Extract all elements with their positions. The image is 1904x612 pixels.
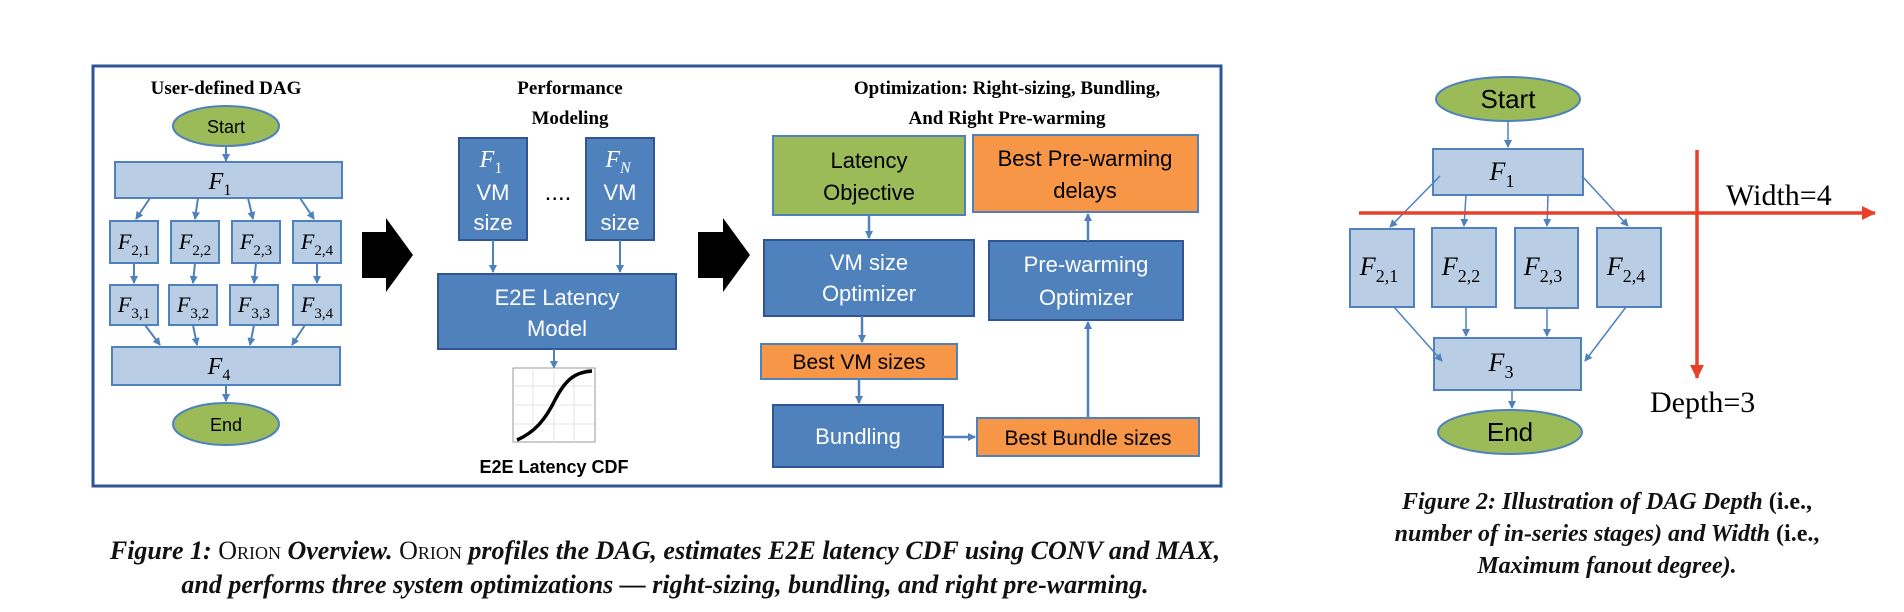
figure1-caption: Figure 1: Orion Overview. Orion profiles… <box>20 534 1310 602</box>
e2e-model-line2: Model <box>527 316 587 341</box>
node-f2-4 <box>292 220 342 264</box>
figure2-caption-line2: number of in-series stages) and Width (i… <box>1394 521 1820 547</box>
bundling-box <box>772 404 944 468</box>
fig2-node-f3-label: F3 <box>1488 348 1514 382</box>
fig2-node-f2-4 <box>1596 227 1662 308</box>
figure1-caption-line1: Figure 1: Orion Overview. Orion profiles… <box>109 536 1221 565</box>
end-node <box>172 402 280 446</box>
best-bundle-sizes-box <box>976 417 1200 457</box>
node-f3-4-label: F3,4 <box>300 292 334 322</box>
panel2-arrows <box>489 240 624 369</box>
end-label: End <box>210 415 242 435</box>
fig2-node-f2-1-label: F2,1 <box>1359 252 1398 286</box>
vm-size-optimizer-box <box>763 239 975 317</box>
prewarming-optimizer-box <box>988 240 1184 321</box>
vm-box-n-f: FN <box>604 147 632 177</box>
panel3-title-2: And Right Pre-warming <box>908 108 1106 129</box>
start-label: Start <box>207 117 245 137</box>
latency-line1: Latency <box>830 148 907 173</box>
bundling-label: Bundling <box>815 424 901 449</box>
prewarm-delays-line1: Best Pre-warming <box>998 146 1173 171</box>
node-f3-1 <box>109 284 159 326</box>
panel2-title-2: Modeling <box>531 108 609 129</box>
best-bundle-label: Best Bundle sizes <box>1005 427 1172 450</box>
figure2-caption-line1: Figure 2: Illustration of DAG Depth (i.e… <box>1401 489 1813 515</box>
cdf-label: E2E Latency CDF <box>479 457 628 477</box>
vm-opt-line2: Optimizer <box>822 281 916 306</box>
fig2-node-f2-3-label: F2,3 <box>1523 252 1562 286</box>
prewarm-opt-line1: Pre-warming <box>1024 252 1149 277</box>
fig2-end-label: End <box>1487 417 1533 447</box>
vm-size-box-n <box>585 137 655 241</box>
fig2-end-node <box>1437 409 1583 455</box>
node-f3-2 <box>168 284 218 326</box>
flow-arrow-2 <box>698 218 750 292</box>
node-f4 <box>111 346 341 386</box>
node-f1 <box>114 161 343 199</box>
figure1-caption-line2: and performs three system optimizations … <box>181 570 1149 599</box>
vm-box-n-line1: VM <box>604 180 637 205</box>
depth-label: Depth=3 <box>1650 386 1755 419</box>
node-f3-2-label: F3,2 <box>176 292 209 322</box>
cdf-curve <box>516 369 593 442</box>
width-label: Width=4 <box>1726 179 1832 212</box>
vm-box-n-line2: size <box>600 210 639 235</box>
fig2-node-f1-label: F1 <box>1489 157 1515 191</box>
cdf-thumbnail <box>512 367 596 443</box>
figure2-caption: Figure 2: Illustration of DAG Depth (i.e… <box>1322 486 1892 582</box>
panel1-title: User-defined DAG <box>151 78 302 99</box>
vm-box-1-f: F1 <box>479 147 503 177</box>
panel3-arrows <box>855 213 1092 441</box>
orion-name-1: Orion <box>218 536 281 565</box>
figure2-caption-line3: Maximum fanout degree). <box>1477 553 1737 579</box>
node-f2-4-label: F2,4 <box>300 229 334 259</box>
prewarm-opt-line2: Optimizer <box>1039 285 1133 310</box>
prewarm-delays-line2: delays <box>1053 178 1117 203</box>
fig2-node-f3 <box>1433 337 1582 391</box>
node-f3-3-label: F3,3 <box>237 292 270 322</box>
best-prewarming-delays-box <box>972 134 1199 213</box>
vm-box-1-line1: VM <box>477 180 510 205</box>
node-f2-1-label: F2,1 <box>117 229 150 259</box>
panel3-title-1: Optimization: Right-sizing, Bundling, <box>854 78 1160 99</box>
vm-size-box-1 <box>458 137 528 241</box>
node-f2-2-label: F2,2 <box>178 229 211 259</box>
node-f1-label: F1 <box>208 169 232 199</box>
fig2-arrows <box>1389 121 1629 409</box>
f3-row: F3,1 F3,2 F3,3 F3,4 <box>109 284 342 326</box>
vm-dots: .... <box>545 179 572 206</box>
figure1-frame <box>91 64 1223 488</box>
e2e-latency-model-box <box>437 273 677 350</box>
panel1-arrows <box>130 146 321 402</box>
fig2-node-f1 <box>1432 148 1584 196</box>
node-f2-3 <box>231 220 281 264</box>
fig2-f2-row: F2,1 F2,2 F2,3 F2,4 <box>1349 227 1662 309</box>
fig2-node-f2-2-label: F2,2 <box>1441 252 1480 286</box>
f2-row: F2,1 F2,2 F2,3 F2,4 <box>109 220 342 264</box>
node-f2-3-label: F2,3 <box>239 229 272 259</box>
node-f3-1-label: F3,1 <box>117 292 150 322</box>
vm-opt-line1: VM size <box>830 250 908 275</box>
node-f4-label: F4 <box>207 354 231 384</box>
fig2-start-label: Start <box>1481 84 1537 114</box>
fig2-node-f2-1 <box>1349 228 1415 308</box>
panel2-title-1: Performance <box>517 78 623 99</box>
fig2-node-f2-2 <box>1431 227 1497 308</box>
fig2-node-f2-4-label: F2,4 <box>1606 252 1645 286</box>
node-f2-2 <box>170 220 220 264</box>
flow-arrow-1 <box>362 218 413 292</box>
orion-name-2: Orion <box>399 536 462 565</box>
node-f3-4 <box>292 284 342 326</box>
e2e-model-line1: E2E Latency <box>495 285 620 310</box>
vm-box-1-line2: size <box>473 210 512 235</box>
best-vm-sizes-box <box>760 343 958 380</box>
latency-line2: Objective <box>823 180 915 205</box>
best-vm-label: Best VM sizes <box>792 351 925 374</box>
